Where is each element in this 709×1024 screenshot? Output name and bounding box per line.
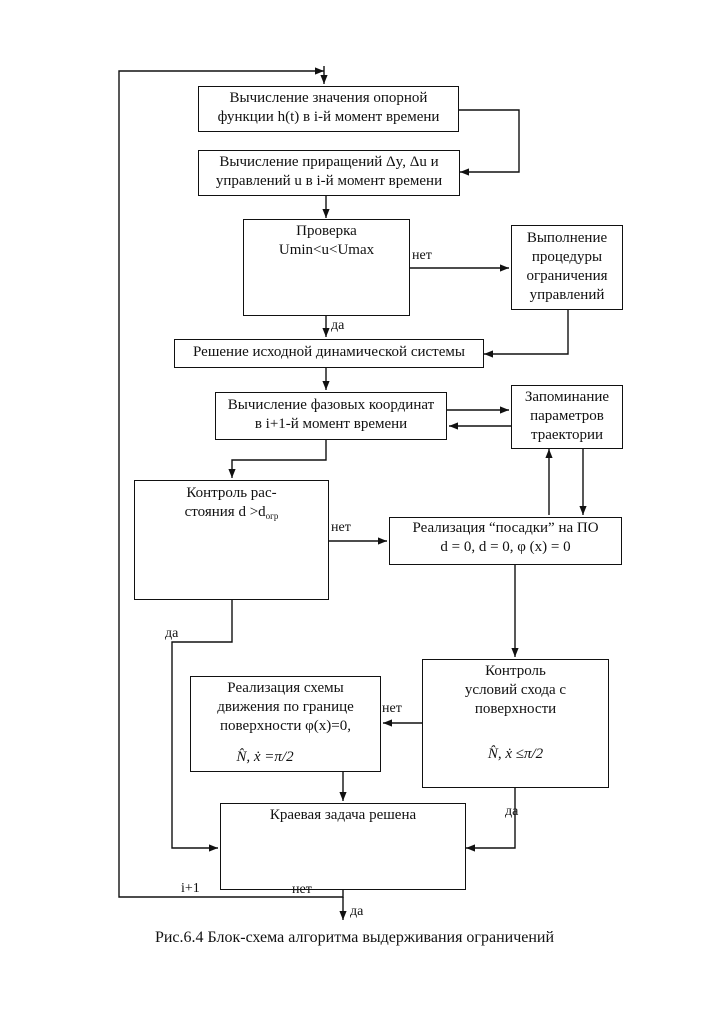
block-solve-system bbox=[174, 339, 484, 368]
block-distance-control bbox=[134, 480, 329, 600]
arrow-limit-to-solve bbox=[484, 310, 569, 358]
block-boundary-motion bbox=[190, 676, 381, 772]
arrow-exit-yes bbox=[466, 788, 516, 852]
block-landing-line2: d = 0, d = 0, φ (x) = 0 bbox=[440, 539, 571, 555]
figure-caption: Рис.6.4 Блок-схема алгоритма выдерживани… bbox=[154, 929, 555, 946]
distance-condition-text: стояния d >d bbox=[184, 504, 266, 520]
block-distance-control-line1: Контроль рас- bbox=[186, 485, 277, 501]
block-store-parameters-line1: Запоминание bbox=[524, 389, 610, 405]
block-store-parameters-line2: параметров bbox=[530, 408, 604, 424]
label-exit-yes: да bbox=[505, 804, 519, 819]
block-store-parameters-line3: траектории bbox=[530, 427, 604, 443]
block-reference-function-line1: Вычисление значения опорной bbox=[229, 90, 428, 106]
distance-condition-subscript: огр bbox=[265, 511, 279, 521]
block-landing bbox=[389, 517, 622, 565]
block-reference-function bbox=[198, 86, 459, 132]
label-distance-yes: да bbox=[165, 626, 179, 641]
block-increments bbox=[198, 150, 460, 196]
label-final-no: нет bbox=[292, 882, 312, 897]
label-check-yes: да bbox=[331, 318, 345, 333]
block-boundary-motion-formula: N̂, ẋ =π/2 bbox=[236, 749, 294, 765]
block-check-control bbox=[243, 219, 410, 316]
label-loop-increment: i+1 bbox=[181, 881, 200, 896]
label-distance-no: нет bbox=[331, 520, 351, 535]
block-distance-control-line2: стояния d >dогр bbox=[134, 503, 329, 526]
block-landing-line1: Реализация “посадки” на ПО bbox=[412, 520, 599, 536]
block-check-control-line1: Проверка bbox=[296, 223, 357, 239]
block-exit-conditions-line1: Контроль bbox=[485, 663, 546, 679]
block-boundary-motion-line3: поверхности φ(x)=0, bbox=[220, 718, 351, 734]
block-limit-procedure-line2: процедуры bbox=[531, 249, 603, 265]
block-boundary-motion-line1: Реализация схемы bbox=[227, 680, 344, 696]
block-limit-procedure-line3: ограничения bbox=[526, 268, 608, 284]
block-limit-procedure-line1: Выполнение bbox=[526, 230, 608, 246]
block-increments-line1: Вычисление приращений Δy, Δu и bbox=[219, 154, 439, 170]
block-exit-conditions-line3: поверхности bbox=[474, 701, 557, 717]
block-boundary-value-problem-line1: Краевая задача решена bbox=[269, 807, 417, 823]
block-limit-procedure bbox=[511, 225, 623, 310]
label-exit-no: нет bbox=[382, 701, 402, 716]
arrow-loop-back bbox=[118, 67, 344, 898]
block-exit-conditions bbox=[422, 659, 609, 788]
block-increments-line2: управлений u в i-й момент времени bbox=[215, 173, 443, 189]
block-solve-system-line1: Решение исходной динамической системы bbox=[193, 344, 465, 360]
block-boundary-value-problem bbox=[220, 803, 466, 890]
arrow-dist-yes bbox=[171, 600, 233, 852]
block-exit-conditions-formula: N̂, ẋ ≤π/2 bbox=[487, 746, 544, 762]
block-check-control-line2: Umin<u<Umax bbox=[278, 242, 375, 258]
block-boundary-motion-line2: движения по границе bbox=[217, 699, 354, 715]
block-reference-function-line2: функции h(t) в i-й момент времени bbox=[217, 109, 440, 125]
arrow-phase-to-dist bbox=[228, 440, 327, 478]
block-limit-procedure-line4: управлений bbox=[529, 287, 605, 303]
block-exit-conditions-line2: условий схода с bbox=[464, 682, 567, 698]
label-check-no: нет bbox=[412, 248, 432, 263]
arrow-ref-to-increments bbox=[459, 109, 520, 176]
block-phase-coordinates bbox=[215, 392, 447, 440]
label-final-yes: да bbox=[350, 904, 364, 919]
block-store-parameters bbox=[511, 385, 623, 449]
block-phase-coordinates-line1: Вычисление фазовых координат bbox=[227, 397, 435, 413]
block-phase-coordinates-line2: в i+1-й момент времени bbox=[254, 416, 408, 432]
